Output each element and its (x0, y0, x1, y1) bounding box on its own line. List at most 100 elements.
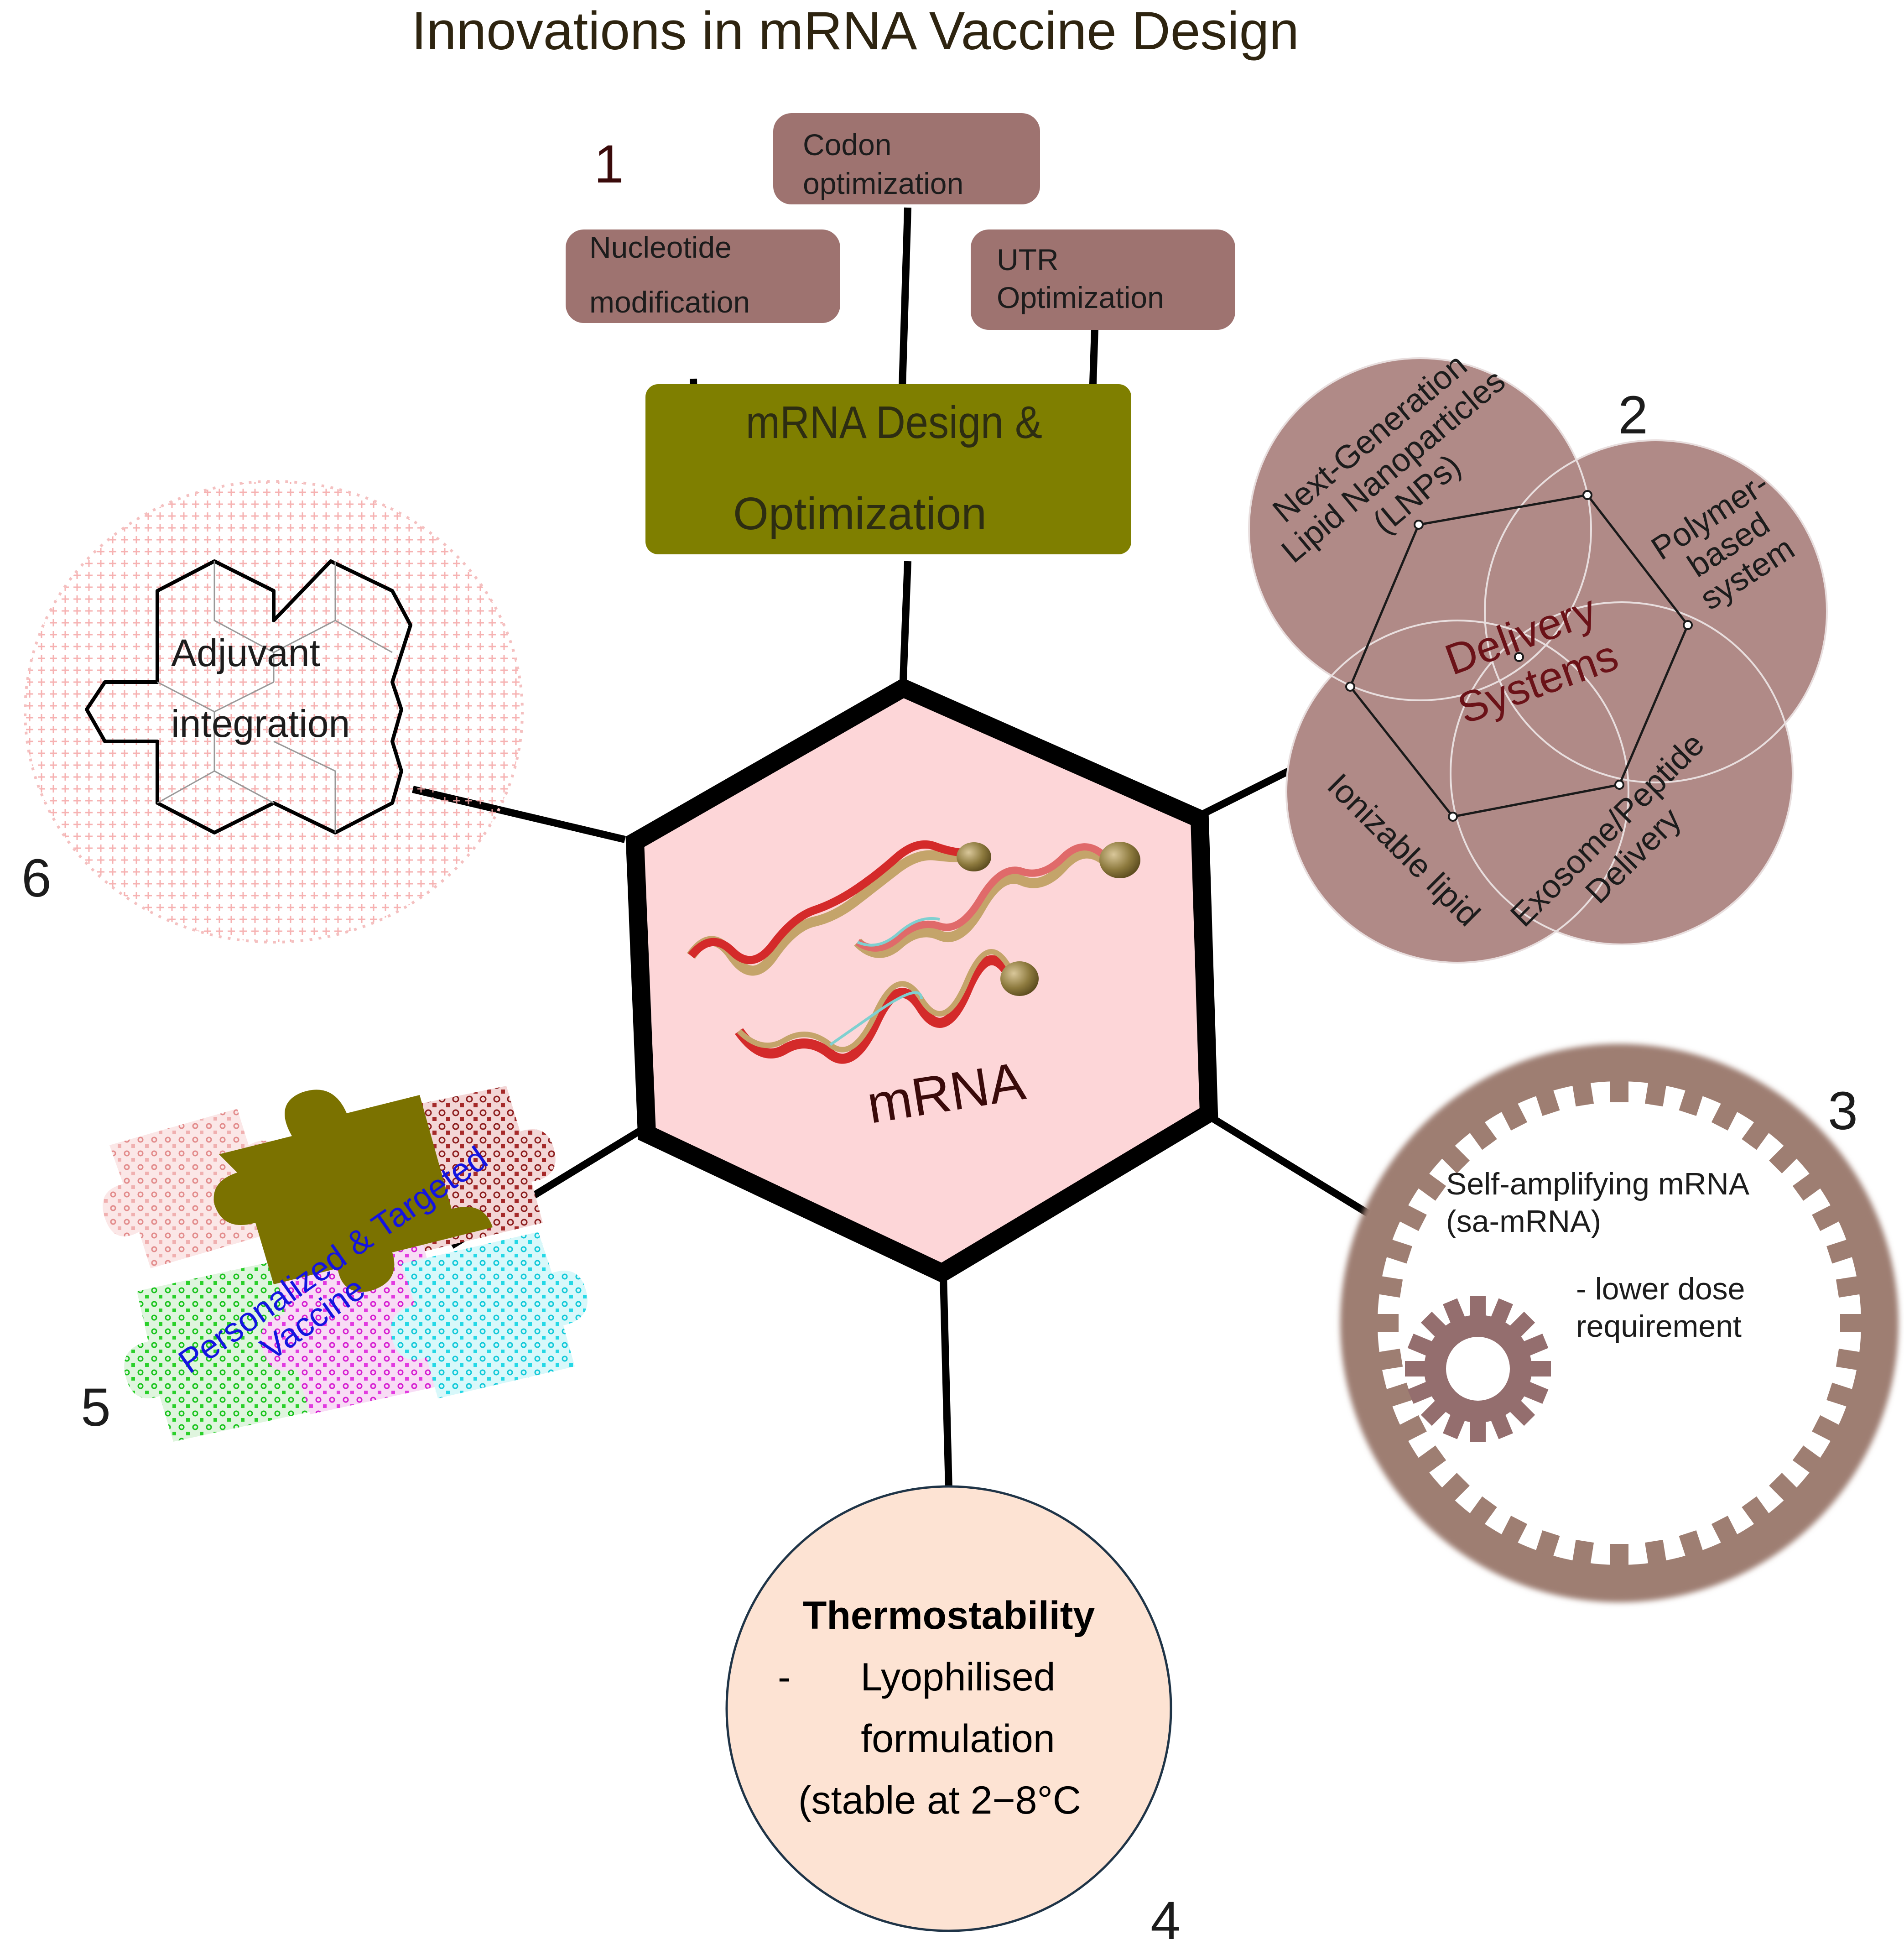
nucleotide-line-1: Nucleotide (589, 230, 732, 264)
mrna-design-line-2: Optimization (733, 488, 987, 539)
puzzle-piece-cyan (391, 1232, 588, 1398)
ribosome-ball-1 (957, 842, 991, 871)
gear-tooth (1610, 1544, 1628, 1566)
gear-tooth (1826, 1382, 1853, 1407)
gear-tooth (1535, 1089, 1560, 1116)
adjuvant-line-2: integration (171, 702, 350, 745)
gear-tooth (1840, 1314, 1862, 1332)
gear-tooth (1405, 1361, 1427, 1376)
mrna-strands-illustration (687, 840, 1140, 1064)
gear-tooth (1535, 1530, 1560, 1557)
gear-tooth (1385, 1382, 1412, 1407)
gear-tooth (1443, 1413, 1466, 1439)
gear-tooth (1399, 1415, 1427, 1442)
sa-mrna-dose-line-2: requirement (1576, 1309, 1742, 1344)
small-gear-icon (1405, 1296, 1551, 1442)
gear-tooth (1769, 1145, 1798, 1173)
gear-tooth (1417, 1445, 1446, 1473)
gear-tooth (1679, 1089, 1703, 1116)
gear-tooth (1469, 1496, 1497, 1525)
gear-tooth (1826, 1239, 1853, 1264)
adjuvant-line-1: Adjuvant (171, 631, 320, 674)
gear-tooth (1501, 1516, 1528, 1544)
puzzle-pieces-illustration (103, 1086, 588, 1442)
gear-tooth (1522, 1381, 1549, 1404)
ribosome-ball-2 (1099, 842, 1140, 878)
gear-tooth (1522, 1334, 1549, 1356)
delivery-systems-group: Delivery Systems Next-Generation Lipid N… (1248, 347, 1828, 964)
puzzle-piece-olive (213, 1090, 493, 1292)
gear-tooth (1742, 1121, 1769, 1150)
gear-tooth (1399, 1204, 1427, 1231)
gear-tooth (1509, 1311, 1535, 1338)
gear-tooth (1792, 1173, 1821, 1201)
utr-line-2: Optimization (997, 281, 1164, 314)
diagram-title: Innovations in mRNA Vaccine Design (411, 1, 1299, 61)
gear-tooth (1378, 1348, 1403, 1370)
codon-line-1: Codon (803, 128, 892, 162)
number-5: 5 (81, 1377, 111, 1438)
number-6: 6 (21, 848, 52, 908)
gear-tooth (1679, 1530, 1703, 1557)
gear-tooth (1470, 1296, 1486, 1318)
gear-tooth (1644, 1539, 1666, 1564)
gear-tooth (1490, 1413, 1513, 1439)
gear-tooth (1469, 1121, 1497, 1150)
mrna-strand-2 (854, 848, 1107, 958)
gear-tooth (1711, 1516, 1738, 1544)
gear-tooth (1490, 1298, 1513, 1325)
exosome-circle (1451, 602, 1793, 944)
adjuvant-honeycomb-outline (85, 559, 412, 834)
gear-tooth (1529, 1361, 1551, 1376)
adjuvant-pattern-illustration (24, 480, 524, 944)
sa-mrna-dose-line-1: - lower dose (1576, 1272, 1745, 1306)
puzzle-piece-green (124, 1259, 332, 1442)
utr-line-1: UTR (997, 243, 1059, 276)
utr-optimization-box (971, 229, 1235, 330)
gear-tooth (1420, 1311, 1447, 1338)
gear-tooth (1742, 1496, 1769, 1525)
gear-icon (1340, 1044, 1899, 1602)
gear-tooth (1836, 1276, 1861, 1298)
codon-line-2: optimization (803, 167, 963, 200)
thermo-title: Thermostability (803, 1594, 1095, 1637)
codon-optimization-box (773, 113, 1040, 204)
center-hexagon (625, 678, 1218, 1283)
gear-tooth (1812, 1204, 1840, 1231)
thermo-line-2: formulation (861, 1717, 1055, 1761)
gear-tooth (1644, 1082, 1666, 1107)
gear-tooth (1385, 1239, 1412, 1264)
gear-tooth (1377, 1314, 1399, 1332)
nucleotide-modification-box (566, 229, 840, 323)
gear-tooth (1407, 1381, 1434, 1404)
gear-tooth (1501, 1102, 1528, 1131)
gear-tooth (1836, 1348, 1861, 1370)
ribosome-ball-3 (1000, 961, 1039, 996)
gear-tooth (1572, 1082, 1594, 1107)
number-1: 1 (594, 134, 624, 194)
gear-tooth (1792, 1445, 1821, 1473)
gear-inner (1378, 1081, 1861, 1565)
mrna-design-line-1: mRNA Design & (746, 397, 1042, 448)
thermo-line-3: (stable at 2−8°C (798, 1778, 1081, 1822)
gear-tooth (1441, 1145, 1470, 1173)
gear-tooth (1711, 1102, 1738, 1131)
gear-tooth (1378, 1276, 1403, 1298)
number-3: 3 (1828, 1081, 1858, 1141)
gear-tooth (1443, 1298, 1466, 1325)
gear-tooth (1417, 1173, 1446, 1201)
gear-tooth (1420, 1399, 1447, 1426)
gear-tooth (1441, 1473, 1470, 1502)
sa-mrna-line-1: Self-amplifying mRNA (1446, 1167, 1750, 1201)
thermo-dash: - (778, 1655, 791, 1699)
thermo-line-1: Lyophilised (860, 1655, 1055, 1699)
nucleotide-line-2: modification (589, 285, 750, 319)
thermostability-circle (725, 1485, 1172, 1932)
puzzle-piece-pink (103, 1109, 285, 1268)
number-4: 4 (1150, 1891, 1181, 1950)
number-2: 2 (1618, 385, 1648, 445)
gear-tooth (1407, 1334, 1434, 1356)
gear-tooth (1812, 1415, 1840, 1442)
gear-tooth (1769, 1473, 1798, 1502)
